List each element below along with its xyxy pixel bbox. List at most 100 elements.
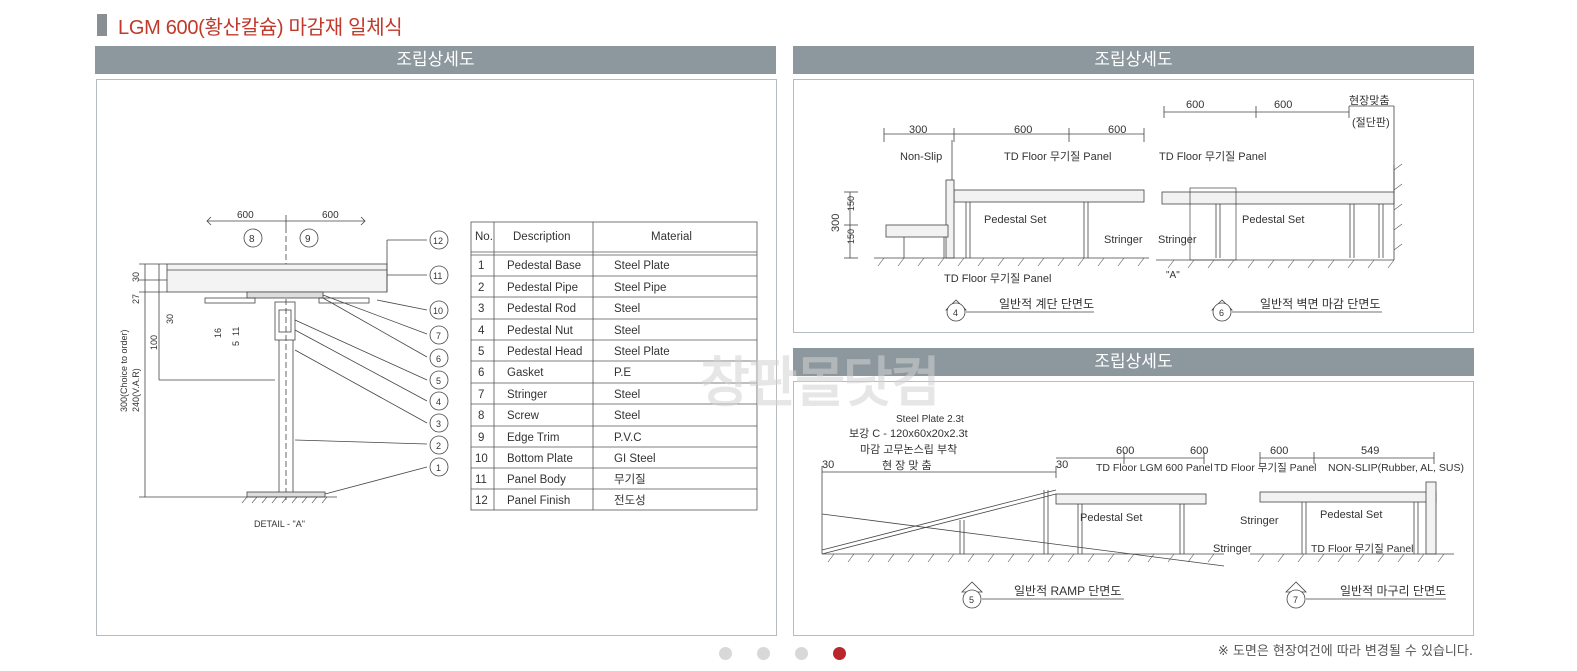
callout-11: 11 bbox=[433, 271, 442, 281]
callout-2: 2 bbox=[436, 441, 441, 451]
table-cell: Steel Plate bbox=[614, 346, 670, 358]
dim-100: 100 bbox=[149, 335, 159, 350]
table-cell: Pedestal Rod bbox=[507, 303, 576, 315]
page-title-group: LGM 600(황산칼슘) 마감재 일체식 bbox=[97, 12, 403, 39]
stair-label-pedestal: Pedestal Set bbox=[984, 214, 1046, 226]
table-cell: 1 bbox=[478, 260, 484, 272]
dim-240: 240(V.A.R) bbox=[131, 368, 141, 412]
stair-label-stringer: Stringer bbox=[1104, 234, 1143, 246]
table-cell: Steel bbox=[614, 410, 640, 422]
dim-30b: 30 bbox=[165, 314, 175, 324]
ramp-section-no: 5 bbox=[969, 595, 974, 605]
wall-label-pedestal: Pedestal Set bbox=[1242, 214, 1304, 226]
ramp-label-pedestal: Pedestal Set bbox=[1080, 512, 1142, 524]
stair-section-no: 4 bbox=[953, 308, 958, 318]
pagination bbox=[719, 647, 871, 660]
edge-label-stringer: Stringer bbox=[1240, 515, 1279, 527]
stair-dim-300: 300 bbox=[909, 124, 927, 136]
stair-dim-150b: 150 bbox=[846, 229, 856, 244]
detail-a-drawing: 600 600 30 27 30 16 11 5 100 300(Choice … bbox=[119, 210, 758, 529]
table-cell: Steel bbox=[614, 303, 640, 315]
footnote: ※ 도면은 현장여건에 따라 변경될 수 있습니다. bbox=[1217, 644, 1473, 659]
dim-27: 27 bbox=[131, 294, 141, 304]
stair-dim-300v: 300 bbox=[830, 214, 842, 232]
edge-label-panel: TD Floor 무기질 Panel bbox=[1214, 462, 1317, 474]
table-cell: 8 bbox=[478, 410, 484, 422]
table-cell: 9 bbox=[478, 432, 484, 444]
callout-4: 4 bbox=[436, 397, 441, 407]
table-cell: 7 bbox=[478, 389, 484, 401]
table-cell: Bottom Plate bbox=[507, 453, 573, 465]
table-cell: 11 bbox=[475, 474, 487, 486]
section-panel-top: 300 600 600 300 150 150 Non-Slip TD Floo… bbox=[793, 79, 1474, 333]
title-marker bbox=[97, 14, 107, 36]
wall-dim-600b: 600 bbox=[1274, 99, 1292, 111]
wall-label-cut: (절단판) bbox=[1352, 116, 1390, 129]
table-cell: P.E bbox=[614, 367, 631, 379]
table-cell: 전도성 bbox=[614, 494, 646, 507]
stair-caption: 일반적 계단 단면도 bbox=[999, 297, 1094, 311]
dim-300: 300(Choice to order) bbox=[119, 329, 129, 412]
table-cell: Steel bbox=[614, 389, 640, 401]
table-cell: 12 bbox=[475, 495, 488, 507]
dim-top-left: 600 bbox=[237, 210, 254, 221]
ramp-dim-30b: 30 bbox=[1056, 459, 1068, 471]
stair-label-nonslip: Non-Slip bbox=[900, 151, 942, 163]
ramp-dim-600a: 600 bbox=[1116, 445, 1134, 457]
stair-dim-150a: 150 bbox=[846, 196, 856, 211]
table-cell: Stringer bbox=[507, 389, 547, 401]
wall-caption: 일반적 벽면 마감 단면도 bbox=[1260, 297, 1380, 311]
page-title: LGM 600(황산칼슘) 마감재 일체식 bbox=[118, 16, 403, 39]
pagination-dot[interactable] bbox=[833, 647, 846, 660]
callout-8: 8 bbox=[249, 234, 255, 245]
ramp-label-stringer: Stringer bbox=[1213, 543, 1252, 555]
callout-3: 3 bbox=[436, 419, 441, 429]
edge-label-nonslip: NON-SLIP(Rubber, AL, SUS) bbox=[1328, 462, 1464, 474]
table-cell: 3 bbox=[478, 303, 484, 315]
stair-dim-600a: 600 bbox=[1014, 124, 1032, 136]
ramp-label-reinforce: 보강 C - 120x60x20x2.3t bbox=[849, 427, 968, 440]
stair-label-panel-bottom: TD Floor 무기질 Panel bbox=[944, 272, 1051, 285]
callout-9: 9 bbox=[305, 234, 311, 245]
callout-1: 1 bbox=[436, 463, 441, 473]
pagination-dot[interactable] bbox=[795, 647, 808, 660]
pagination-dot[interactable] bbox=[757, 647, 770, 660]
panel-header-right-bottom: 조립상세도 bbox=[793, 348, 1474, 376]
table-cell: Pedestal Head bbox=[507, 346, 582, 358]
edge-caption: 일반적 마구리 단면도 bbox=[1340, 584, 1446, 598]
table-cell: Pedestal Pipe bbox=[507, 282, 578, 294]
table-cell: GI Steel bbox=[614, 453, 656, 465]
stair-wall-drawing: 300 600 600 300 150 150 Non-Slip TD Floo… bbox=[830, 94, 1403, 322]
ramp-caption: 일반적 RAMP 단면도 bbox=[1014, 584, 1121, 598]
section-panel-bottom: 30 30 600 600 Steel Plate 2.3t 보강 C - 12… bbox=[793, 381, 1474, 636]
table-cell: Steel Plate bbox=[614, 260, 670, 272]
table-cell: Gasket bbox=[507, 367, 544, 379]
detail-caption: DETAIL - "A" bbox=[254, 519, 305, 529]
edge-dim-600: 600 bbox=[1270, 445, 1288, 457]
edge-label-pedestal: Pedestal Set bbox=[1320, 509, 1382, 521]
panel-header-right-top: 조립상세도 bbox=[793, 46, 1474, 74]
table-header-no: No. bbox=[475, 231, 493, 243]
callout-7: 7 bbox=[436, 331, 441, 341]
ramp-edge-drawing: 30 30 600 600 Steel Plate 2.3t 보강 C - 12… bbox=[821, 414, 1464, 609]
edge-label-panel-bottom: TD Floor 무기질 Panel bbox=[1311, 543, 1414, 555]
wall-label-panel: TD Floor 무기질 Panel bbox=[1159, 150, 1266, 163]
pagination-dot[interactable] bbox=[719, 647, 732, 660]
wall-label-a: "A" bbox=[1166, 270, 1180, 281]
table-header-material: Material bbox=[651, 231, 692, 243]
wall-label-fit: 현장맞춤 bbox=[1349, 94, 1389, 107]
ramp-dim-600b: 600 bbox=[1190, 445, 1208, 457]
dim-11: 11 bbox=[231, 327, 241, 336]
callout-5: 5 bbox=[436, 376, 441, 386]
dim-16: 16 bbox=[213, 328, 223, 338]
ramp-label-rubber: 마감 고무논스립 부착 bbox=[860, 443, 957, 456]
table-cell: Steel Pipe bbox=[614, 282, 666, 294]
ramp-label-fit: 현 장 맞 춤 bbox=[882, 459, 932, 472]
wall-section-no: 6 bbox=[1219, 308, 1224, 318]
table-cell: P.V.C bbox=[614, 432, 642, 444]
dim-5: 5 bbox=[231, 341, 241, 346]
callout-6: 6 bbox=[436, 354, 441, 364]
wall-label-stringer: Stringer bbox=[1158, 234, 1197, 246]
detail-panel: 600 600 30 27 30 16 11 5 100 300(Choice … bbox=[96, 79, 777, 636]
table-cell: Edge Trim bbox=[507, 432, 559, 444]
